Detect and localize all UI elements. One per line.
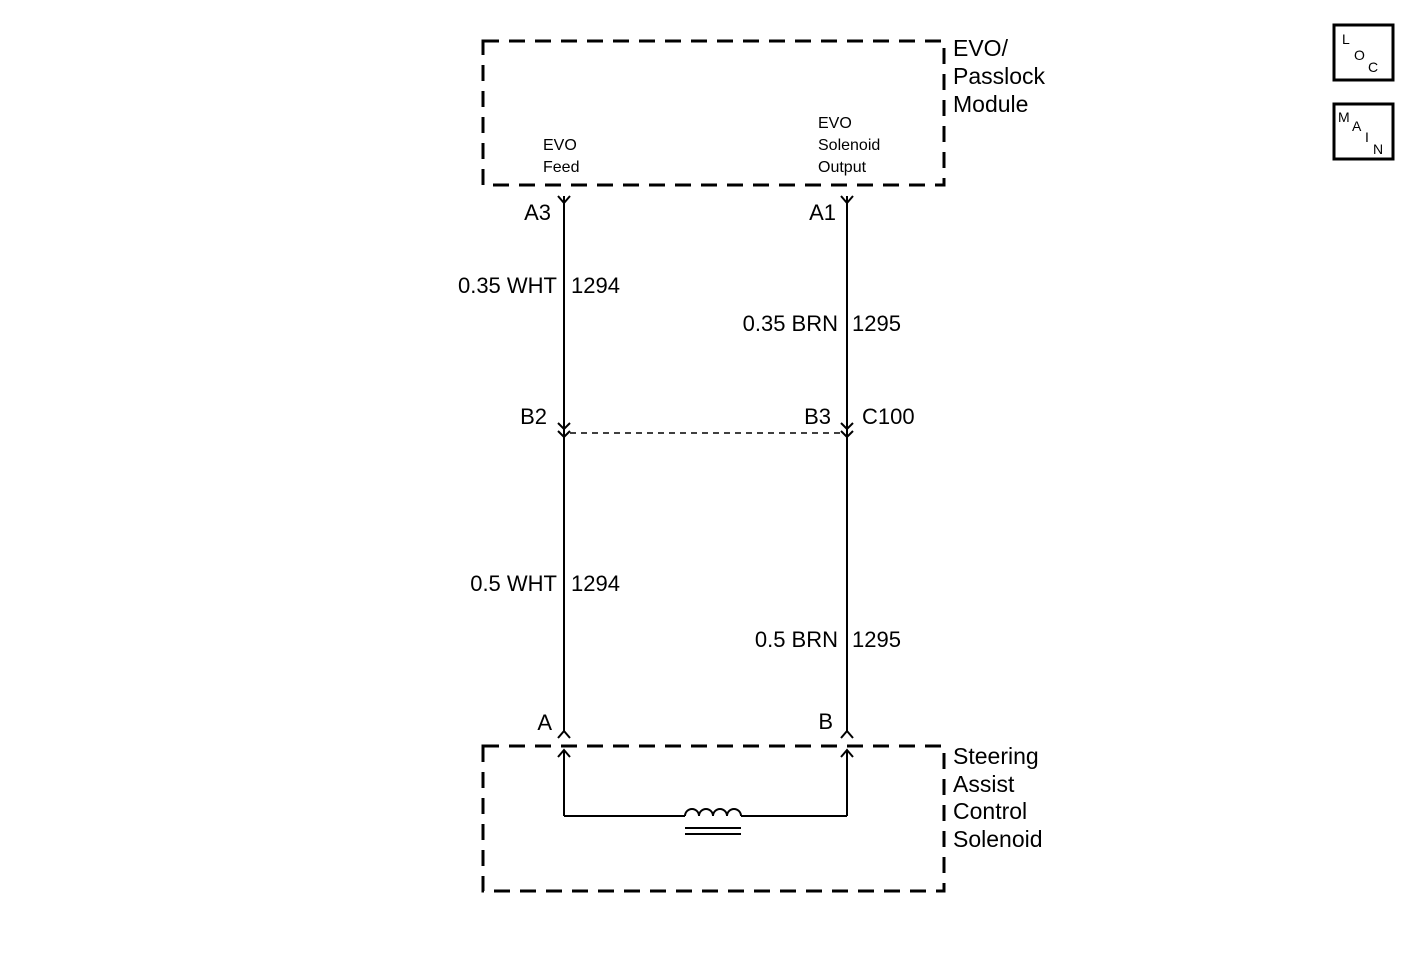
solenoid-coil-icon (564, 808, 847, 835)
evo-passlock-module-name: EVO/ Passlock Module (953, 35, 1051, 117)
pin-a1-label: A1 (809, 200, 836, 225)
evo-feed-label: EVO Feed (543, 137, 581, 176)
steering-assist-solenoid-name: Steering Assist Control Solenoid (953, 743, 1045, 852)
loc-letter-c: C (1368, 59, 1378, 75)
main-letter-m: M (1338, 109, 1350, 125)
pin-b2-label: B2 (520, 404, 547, 429)
loc-button[interactable]: L O C (1332, 23, 1395, 82)
wire-1294-upper-circuit: 1294 (571, 273, 620, 298)
wire-1294-lower-gauge-color: 0.5 WHT (470, 571, 557, 596)
main-letter-n: N (1373, 141, 1383, 157)
evo-passlock-module-box (481, 39, 946, 187)
pin-b2-terminal (557, 422, 571, 439)
pin-a-terminal (557, 729, 571, 739)
wire-1294-upper-gauge-color: 0.35 WHT (458, 273, 557, 298)
pin-b3-terminal (840, 422, 854, 439)
evo-solenoid-output-label: EVO Solenoid Output (818, 115, 885, 176)
pin-a3-label: A3 (524, 200, 551, 225)
loc-letter-l: L (1342, 31, 1350, 47)
connector-c100-label: C100 (862, 404, 915, 429)
wire-1294-lower-circuit: 1294 (571, 571, 620, 596)
pin-a-label: A (537, 710, 552, 735)
pin-b-terminal (840, 729, 854, 739)
wire-1295-upper-circuit: 1295 (852, 311, 901, 336)
pin-a3-terminal (557, 195, 571, 205)
pin-b3-label: B3 (804, 404, 831, 429)
wire-1295-lower-circuit: 1295 (852, 627, 901, 652)
arrow-up-left (557, 748, 571, 758)
arrow-up-right (840, 748, 854, 758)
main-button[interactable]: M A I N (1332, 102, 1395, 161)
pin-b-label: B (818, 709, 833, 734)
wire-1295-lower-gauge-color: 0.5 BRN (755, 627, 838, 652)
pin-a1-terminal (840, 195, 854, 205)
steering-assist-solenoid-box (481, 744, 946, 893)
main-letter-i: I (1365, 129, 1369, 145)
main-letter-a: A (1352, 118, 1362, 134)
loc-letter-o: O (1354, 47, 1365, 63)
wire-1295-upper-gauge-color: 0.35 BRN (743, 311, 838, 336)
